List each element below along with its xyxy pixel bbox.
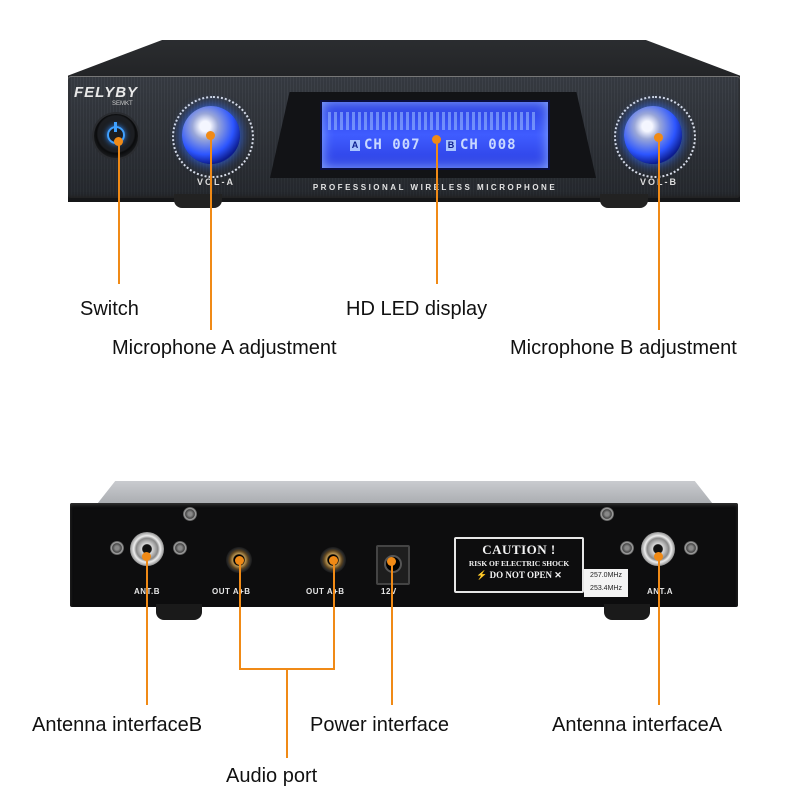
label-power: Power interface	[310, 714, 449, 736]
callout-line-power	[391, 562, 393, 705]
callout-dot-display	[432, 135, 441, 144]
out-2-label: OUT A+B	[306, 587, 345, 596]
callout-dot-out-2	[329, 556, 338, 565]
ant-b-screw-left	[110, 541, 124, 555]
knob-b-scale	[614, 96, 696, 178]
display-level-bars	[328, 112, 538, 130]
power-label: 12V	[381, 587, 397, 596]
callout-dot-switch	[114, 137, 123, 146]
label-switch: Switch	[80, 298, 139, 320]
volume-knob-b[interactable]	[624, 106, 682, 164]
knob-a-scale	[172, 96, 254, 178]
display-channel-b: CH 008	[460, 137, 517, 153]
caution-label: CAUTION ! RISK OF ELECTRIC SHOCK ⚡ DO NO…	[454, 537, 584, 593]
callout-line-mic-b	[658, 138, 660, 330]
callout-dot-ant-b	[142, 552, 151, 561]
front-caption: PROFESSIONAL WIRELESS MICROPHONE	[312, 183, 558, 192]
callout-dot-mic-a	[206, 131, 215, 140]
label-mic-a: Microphone A adjustment	[112, 337, 337, 359]
callout-line-ant-b	[146, 557, 148, 705]
front-foot-right	[600, 194, 648, 208]
tools-icon: ✕	[552, 570, 562, 580]
caution-line1: RISK OF ELECTRIC SHOCK	[468, 559, 570, 568]
frequency-2: 253.4MHz	[590, 585, 622, 592]
front-foot-left	[174, 194, 222, 208]
ant-a-label: ANT.A	[647, 587, 674, 596]
callout-line-audio	[286, 668, 288, 758]
label-mic-b: Microphone B adjustment	[510, 337, 737, 359]
display-channel-a: CH 007	[364, 137, 421, 153]
ant-b-screw-right	[173, 541, 187, 555]
label-antenna-a: Antenna interfaceA	[552, 714, 723, 736]
label-display: HD LED display	[346, 298, 488, 320]
label-antenna-b: Antenna interfaceB	[32, 714, 203, 736]
label-audio-port: Audio port	[226, 765, 318, 787]
callout-line-mic-a	[210, 136, 212, 330]
callout-line-display	[436, 140, 438, 284]
power-icon-stem	[114, 122, 117, 132]
callout-dot-mic-b	[654, 133, 663, 142]
caution-line2: ⚡ DO NOT OPEN ✕	[476, 570, 562, 580]
out-1-label: OUT A+B	[212, 587, 251, 596]
lightning-icon: ⚡	[476, 570, 490, 580]
frequency-1: 257.0MHz	[590, 572, 622, 579]
top-screw-left	[183, 507, 197, 521]
rear-foot-left	[156, 604, 202, 620]
callout-dot-power	[387, 557, 396, 566]
callout-line-switch	[118, 142, 120, 284]
caution-title: CAUTION !	[482, 542, 556, 557]
vol-a-label: VOL-A	[197, 177, 235, 187]
ant-a-screw-left	[620, 541, 634, 555]
display-tag-a: A	[350, 140, 360, 151]
top-screw-right	[600, 507, 614, 521]
callout-line-ant-a	[658, 557, 660, 705]
ant-a-screw-right	[684, 541, 698, 555]
brand-logo: FELYBY	[74, 84, 139, 101]
callout-line-out-2	[333, 561, 335, 670]
callout-dot-out-1	[235, 556, 244, 565]
rear-foot-right	[604, 604, 650, 620]
callout-dot-ant-a	[654, 552, 663, 561]
brand-sub: SEMKT	[112, 101, 133, 107]
callout-line-out-1	[239, 561, 241, 670]
frequency-label: 257.0MHz 253.4MHz	[584, 569, 628, 597]
display-tag-b: B	[446, 140, 456, 151]
